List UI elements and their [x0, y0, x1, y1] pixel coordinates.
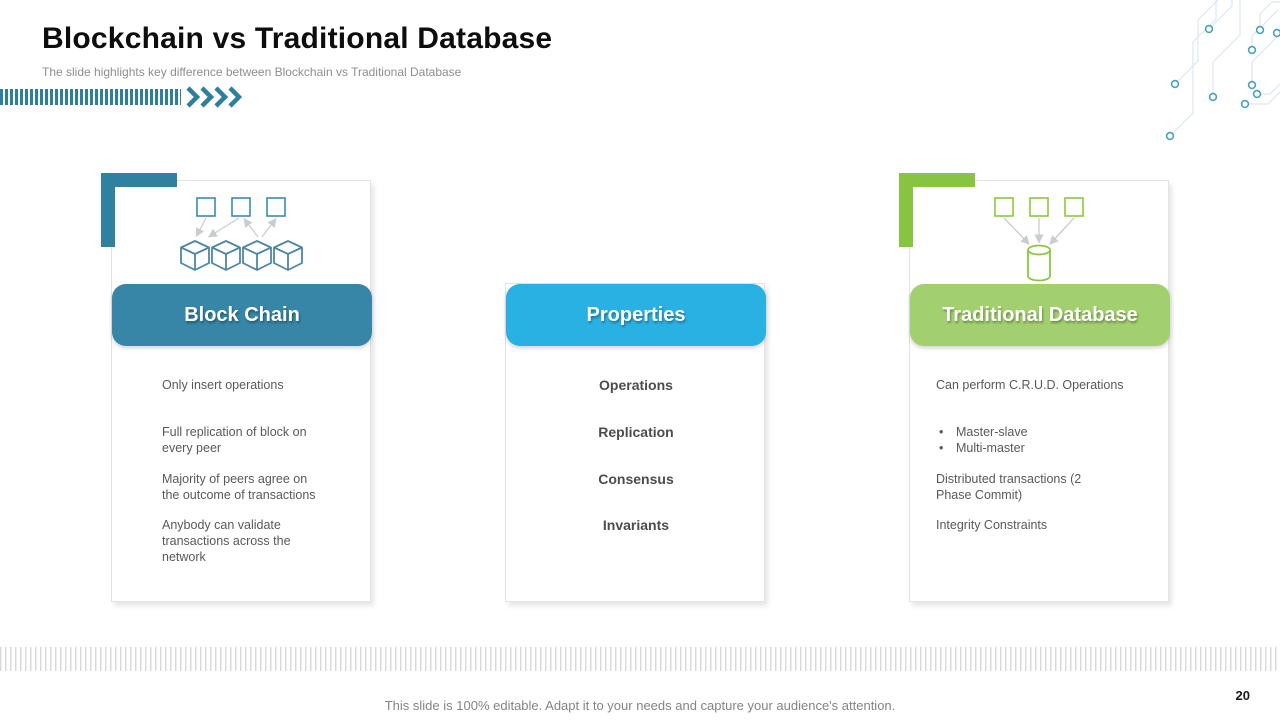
bottom-stripe-decoration: [0, 647, 1280, 671]
bullet-text: Multi-master: [956, 441, 1025, 455]
list-item: • Master-slave: [936, 424, 1141, 440]
cubes-network-icon: [180, 197, 303, 271]
blockchain-item: Only insert operations: [162, 378, 284, 392]
property-item: Replication: [598, 424, 674, 440]
card-blockchain: Block Chain Only insert operations Full …: [101, 173, 372, 602]
page-number: 20: [1235, 688, 1250, 703]
corner-bracket-green: [899, 173, 975, 187]
circuit-nodes-decoration: [1165, 0, 1280, 141]
footer-note: This slide is 100% editable. Adapt it to…: [384, 698, 896, 713]
database-cylinder-icon: [994, 197, 1084, 282]
corner-bracket-teal: [101, 173, 177, 187]
card-properties: Properties Operations Replication Consen…: [505, 283, 766, 602]
bullet-text: Master-slave: [956, 425, 1028, 439]
card-header-traditional: Traditional Database: [910, 284, 1170, 346]
list-item: • Multi-master: [936, 440, 1141, 456]
page-title: Blockchain vs Traditional Database: [42, 22, 553, 55]
blockchain-item: Full replication of block on every peer: [162, 425, 307, 455]
property-item: Consensus: [598, 471, 674, 487]
traditional-bullet-list: • Master-slave • Multi-master: [936, 424, 1141, 456]
chevrons-right-icon: [186, 86, 242, 108]
blockchain-item: Anybody can validate transactions across…: [162, 518, 291, 564]
barcode-divider-decoration: [0, 89, 181, 105]
bullet-marker: •: [939, 441, 944, 455]
card-traditional: Traditional Database Can perform C.R.U.D…: [899, 173, 1170, 602]
page-subtitle: The slide highlights key difference betw…: [42, 65, 462, 79]
traditional-item-distributed: Distributed transactions (2 Phase Commit…: [936, 472, 1082, 502]
traditional-item-integrity: Integrity Constraints: [936, 518, 1048, 532]
blockchain-item: Majority of peers agree on the outcome o…: [162, 472, 316, 502]
card-header-blockchain: Block Chain: [112, 284, 372, 346]
bullet-marker: •: [939, 425, 944, 439]
card-header-properties: Properties: [506, 284, 766, 346]
property-item: Operations: [599, 377, 673, 393]
traditional-item-crud: Can perform C.R.U.D. Operations: [936, 378, 1124, 392]
corner-bracket-green: [899, 173, 913, 247]
corner-bracket-teal: [101, 173, 115, 247]
property-item: Invariants: [602, 517, 670, 533]
